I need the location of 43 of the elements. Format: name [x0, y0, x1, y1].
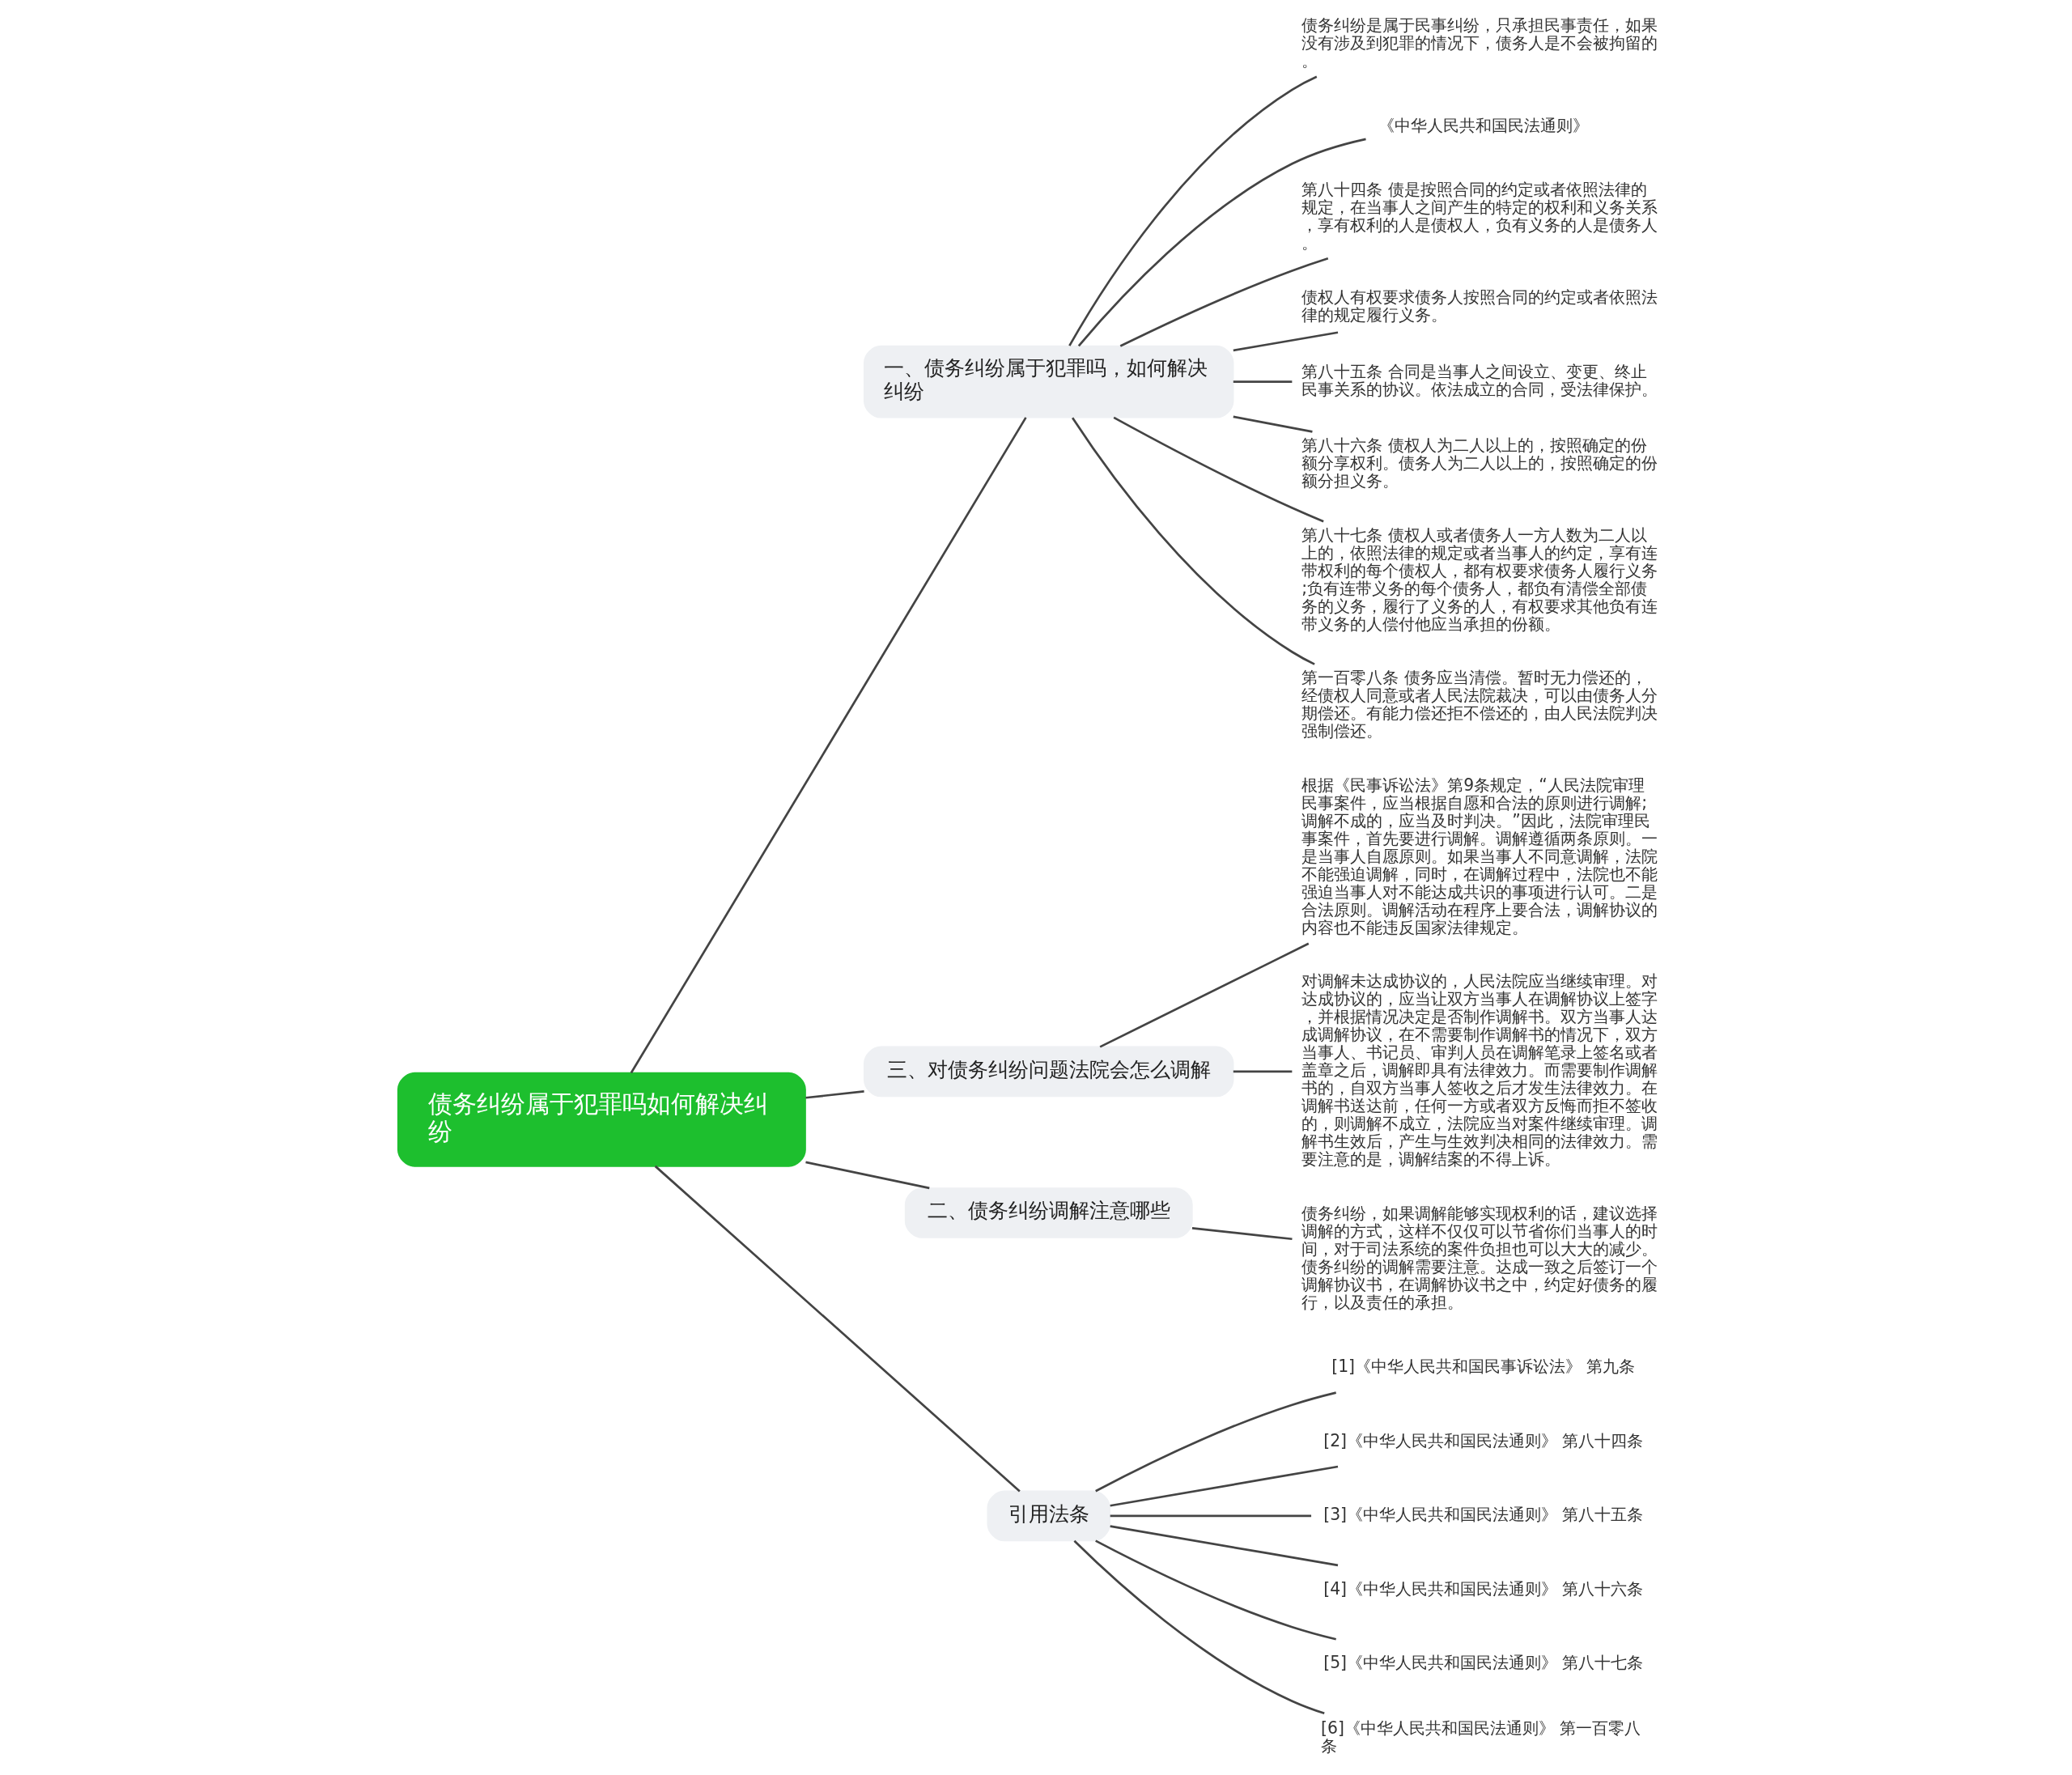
node-text: 根据《民事诉讼法》第9条规定，“人民法院审理民事案件，应当根据自愿和合法的原则进行调解;调解不成的，应当及时判决。”因此，法院审理民事案件，首先要进行调解。调解遵循两条原则。一是当事人自愿原则。如果当事人不同意调解，法院不能强迫调解，同时，在调解过程中，法院也不能强迫当事人对不能达成共识的事项进行认可。二是合法原则。调解活动在程序上要合法，调解协议的内容也不能违反国家法律规定。 [1301, 775, 1658, 938]
node-text: [3]《中华人民共和国民法通则》 第八十五条 [1323, 1505, 1643, 1525]
connector [1113, 416, 1324, 523]
connector [1233, 380, 1292, 384]
connector [805, 1090, 864, 1099]
node-text: [4]《中华人民共和国民法通则》 第八十六条 [1323, 1578, 1643, 1599]
node-text: [1]《中华人民共和国民事诉讼法》 第九条 [1331, 1357, 1635, 1377]
node-box: 三、对债务纠纷问题法院会怎么调解 [863, 1046, 1233, 1098]
node-text: 债务纠纷，如果调解能够实现权利的话，建议选择调解的方式，这样不仅仅可以节省你们当事人的时间，对于司法系统的案件负担也可以大大的减少。债务纠纷的调解需要注意。达成一致之后签订一个调解协议书，在调解协议书之中，约定好债务的履行，以及责任的承担。 [1301, 1204, 1658, 1313]
connector [1233, 331, 1338, 352]
connector [1099, 942, 1309, 1048]
connector [1068, 75, 1317, 346]
node-text: 第一百零八条 债务应当清偿。暂时无力偿还的，经债权人同意或者人民法院裁决，可以由债务人分期偿还。有能力偿还拒不偿还的，由人民法院判决强制偿还。 [1301, 667, 1658, 741]
node-box: 一、债务纠纷属于犯罪吗，如何解决纠纷 [863, 345, 1233, 418]
connector [1094, 1391, 1336, 1493]
connector [1072, 1539, 1325, 1715]
connector [1233, 1070, 1292, 1073]
node-text: 第八十五条 合同是当事人之间设立、变更、终止民事关系的协议。依法成立的合同，受法律保护。 [1301, 361, 1658, 399]
connector [1109, 1465, 1338, 1507]
connector [1094, 1539, 1336, 1641]
connector [1110, 1514, 1311, 1518]
node-box: 二、债务纠纷调解注意哪些 [904, 1187, 1193, 1238]
connector [1071, 417, 1315, 665]
connector [1109, 1525, 1338, 1567]
node-text: 债权人有权要求债务人按照合同的约定或者依照法律的规定履行义务。 [1301, 287, 1658, 325]
node-box: 引用法条 [987, 1490, 1110, 1542]
connector [1077, 138, 1366, 347]
node-text: 第八十七条 债权人或者债务人一方人数为二人以上的，依照法律的规定或者当事人的约定，享有连带权利的每个债权人，都有权要求债务人履行义务;负有连带义务的每个债务人，都负有清偿全部债务的义务，履行了义务的人，有权要求其他负有连带义务的人偿付他应当承担的份额。 [1301, 524, 1658, 634]
node-text: [2]《中华人民共和国民法通则》 第八十四条 [1323, 1430, 1643, 1450]
connector [654, 1165, 1021, 1493]
node-text: 第八十四条 债是按照合同的约定或者依照法律的规定，在当事人之间产生的特定的权利和义务关系，享有权利的人是债权人，负有义务的人是债务人。 [1301, 179, 1658, 253]
connector [1191, 1227, 1293, 1241]
connector [805, 1161, 930, 1190]
node-text: 第八十六条 债权人为二人以上的，按照确定的份额分享权利。债务人为二人以上的，按照确定的份额分担义务。 [1301, 435, 1658, 490]
node-text: 《中华人民共和国民法通则》 [1378, 115, 1589, 135]
node-box: 债务纠纷属于犯罪吗如何解决纠纷 [397, 1072, 806, 1167]
node-text: 债务纠纷是属于民事纠纷，只承担民事责任，如果没有涉及到犯罪的情况下，债务人是不会被拘留的。 [1301, 15, 1658, 71]
node-text: [6]《中华人民共和国民法通则》 第一百零八条 [1320, 1718, 1641, 1756]
connector [1119, 257, 1328, 347]
connector [1233, 415, 1313, 433]
node-text: [5]《中华人民共和国民法通则》 第八十七条 [1323, 1653, 1643, 1673]
node-text: 对调解未达成协议的，人民法院应当继续审理。对达成协议的，应当让双方当事人在调解协议上签字，并根据情况决定是否制作调解书。双方当事人达成调解协议，在不需要制作调解书的情况下，双方当事人、书记员、审判人员在调解笔录上签名或者盖章之后，调解即具有法律效力。而需要制作调解书的，自双方当事人签收之后才发生法律效力。在调解书送达前，任何一方或者双方反悔而拒不签收的，则调解不成立，法院应当对案件继续审理。调解书生效后，产生与生效判决相同的法律效力。需要注意的是，调解结案的不得上诉。 [1301, 971, 1658, 1170]
connector [630, 417, 1027, 1074]
